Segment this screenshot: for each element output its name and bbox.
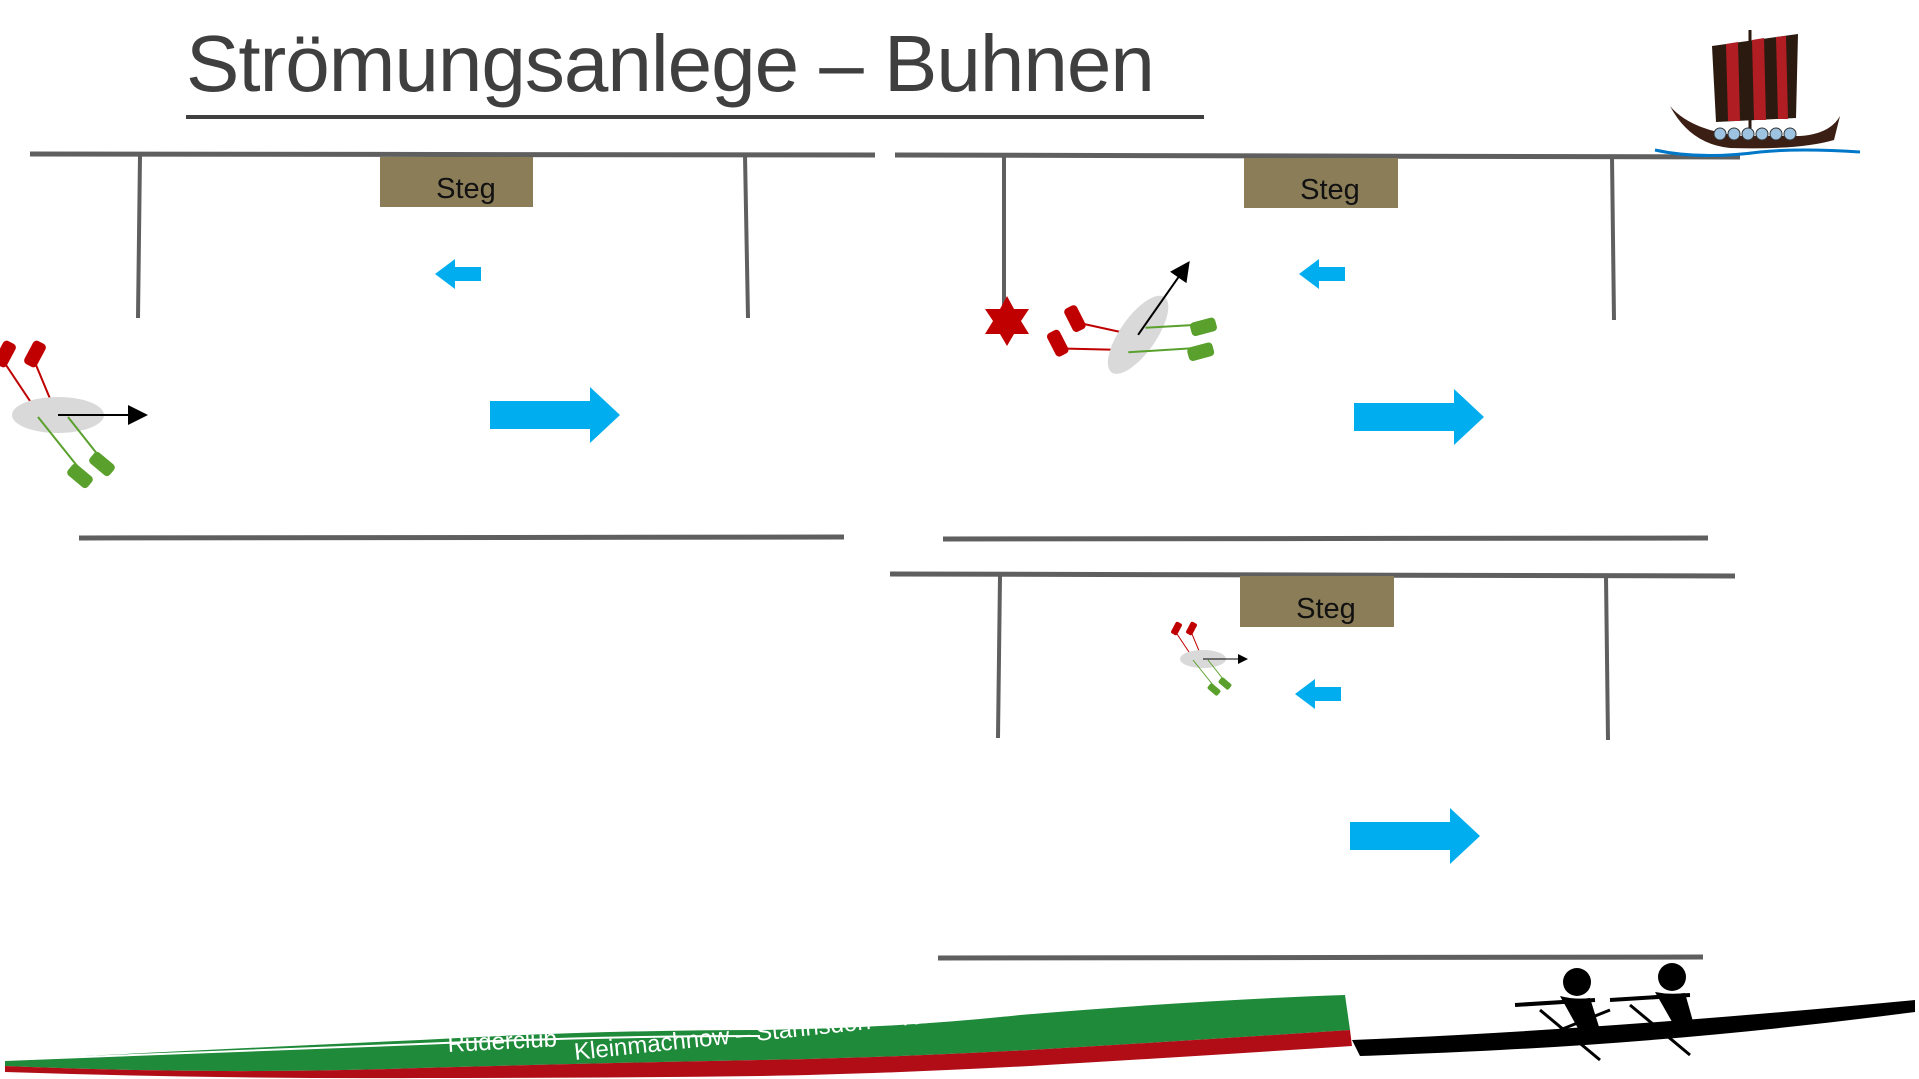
opposite-shore-line	[78, 534, 845, 541]
shore-line	[889, 571, 1736, 579]
main-current-arrow	[1350, 808, 1480, 864]
eddy-current-arrow	[1295, 679, 1341, 709]
opposite-shore-line	[942, 535, 1709, 542]
groyne-left	[996, 575, 1002, 739]
main-current-arrow	[490, 387, 620, 443]
groyne-right	[743, 154, 750, 319]
title-underline	[186, 115, 1204, 119]
steg-box	[1244, 158, 1398, 208]
steg-label: Steg	[1296, 593, 1356, 625]
club-banner: Ruderclub Kleinmachnow – Stahnsdorf – Te…	[4, 993, 1352, 1079]
steg-label: Steg	[436, 173, 496, 205]
groyne-left	[136, 154, 142, 319]
main-current-arrow	[1354, 389, 1484, 445]
panel-bottom-right: Steg	[889, 571, 1736, 961]
panel-top-left: Steg	[0, 151, 876, 541]
opposite-shore-line	[937, 954, 1704, 961]
steg-label: Steg	[1300, 174, 1360, 206]
banner-text-club: Ruderclub	[447, 1025, 558, 1058]
scull-boat-icon	[1037, 216, 1252, 433]
double-scull-rowers-icon	[1352, 963, 1915, 1062]
steg-box	[380, 157, 533, 207]
slide-title: Strömungsanlege – Buhnen	[186, 19, 1155, 108]
steg-box	[1240, 576, 1394, 627]
panel-top-right: Steg	[894, 152, 1741, 542]
viking-ship-icon	[1654, 30, 1861, 158]
scull-boat-icon	[1169, 620, 1249, 697]
eddy-current-arrow	[435, 259, 481, 289]
groyne-right	[1610, 156, 1616, 321]
scull-boat-icon	[0, 338, 150, 491]
shore-line	[894, 152, 1741, 160]
groyne-right	[1604, 575, 1610, 741]
star-icon	[985, 296, 1029, 346]
eddy-current-arrow	[1299, 259, 1345, 289]
shore-line	[29, 151, 876, 158]
